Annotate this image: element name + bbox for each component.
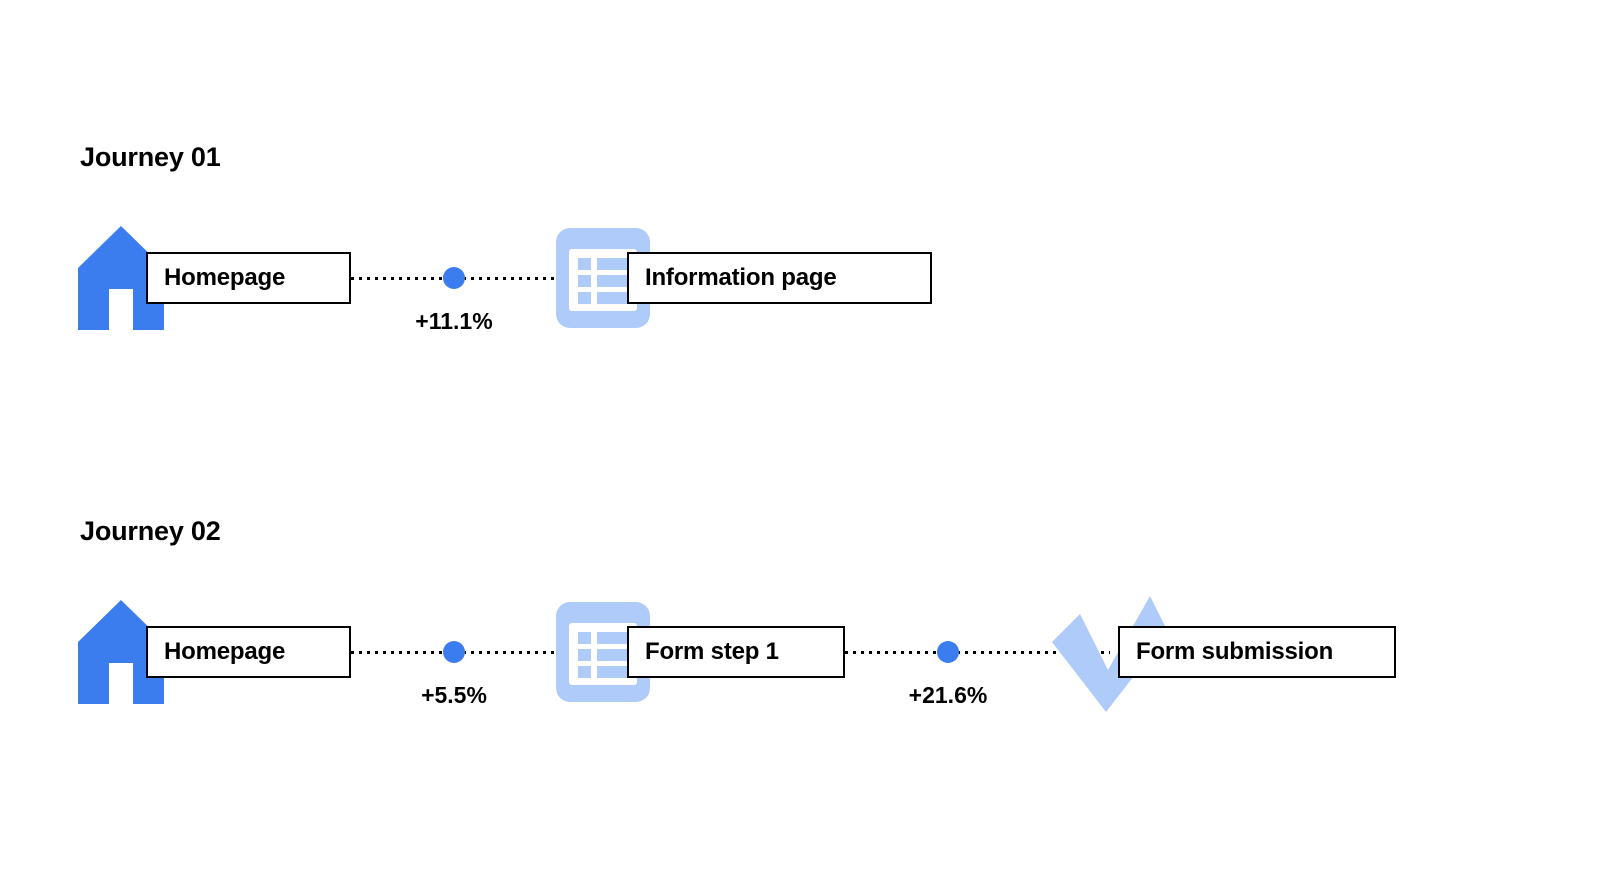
journey-01-connector-1-dot[interactable]: [443, 267, 465, 289]
journey-02-node-form-submission-label: Form submission: [1136, 638, 1334, 665]
check-icon: [1046, 594, 1172, 716]
list-document-icon: [556, 602, 650, 702]
journey-02-connector-1-dot[interactable]: [443, 641, 465, 663]
journey-01-connector-1-line: [351, 277, 631, 280]
list-document-icon: [556, 228, 650, 328]
journey-01-node-information-page-label: Information page: [645, 264, 837, 291]
journey-01-connector-1-percent: +11.1%: [415, 308, 493, 334]
journey-01-node-homepage-label: Homepage: [164, 264, 286, 291]
journey-02-title: Journey 02: [80, 516, 221, 546]
journey-02-connector-2-line: [845, 651, 1110, 654]
journey-01-title: Journey 01: [80, 142, 221, 172]
journey-02-flow: +5.5% +21.6% Homepage: [0, 594, 1601, 724]
journey-02-connector-2-dot[interactable]: [937, 641, 959, 663]
journey-01-node-information-page[interactable]: Information page: [627, 252, 932, 304]
journey-02-connector-1-line: [351, 651, 631, 654]
journey-02-node-homepage-label: Homepage: [164, 638, 286, 665]
journey-02-node-form-step-1[interactable]: Form step 1: [627, 626, 845, 678]
journey-02-node-form-submission[interactable]: Form submission: [1118, 626, 1396, 678]
home-icon: [78, 600, 164, 704]
journey-02-connector-1-percent: +5.5%: [421, 682, 487, 708]
journey-01-flow: +11.1% Homepage Info: [0, 220, 1601, 350]
journey-02-node-form-step-1-label: Form step 1: [645, 638, 779, 665]
home-icon: [78, 226, 164, 330]
journey-02-node-homepage[interactable]: Homepage: [146, 626, 351, 678]
journey-02-connector-2-percent: +21.6%: [908, 682, 988, 708]
journey-01-node-homepage[interactable]: Homepage: [146, 252, 351, 304]
